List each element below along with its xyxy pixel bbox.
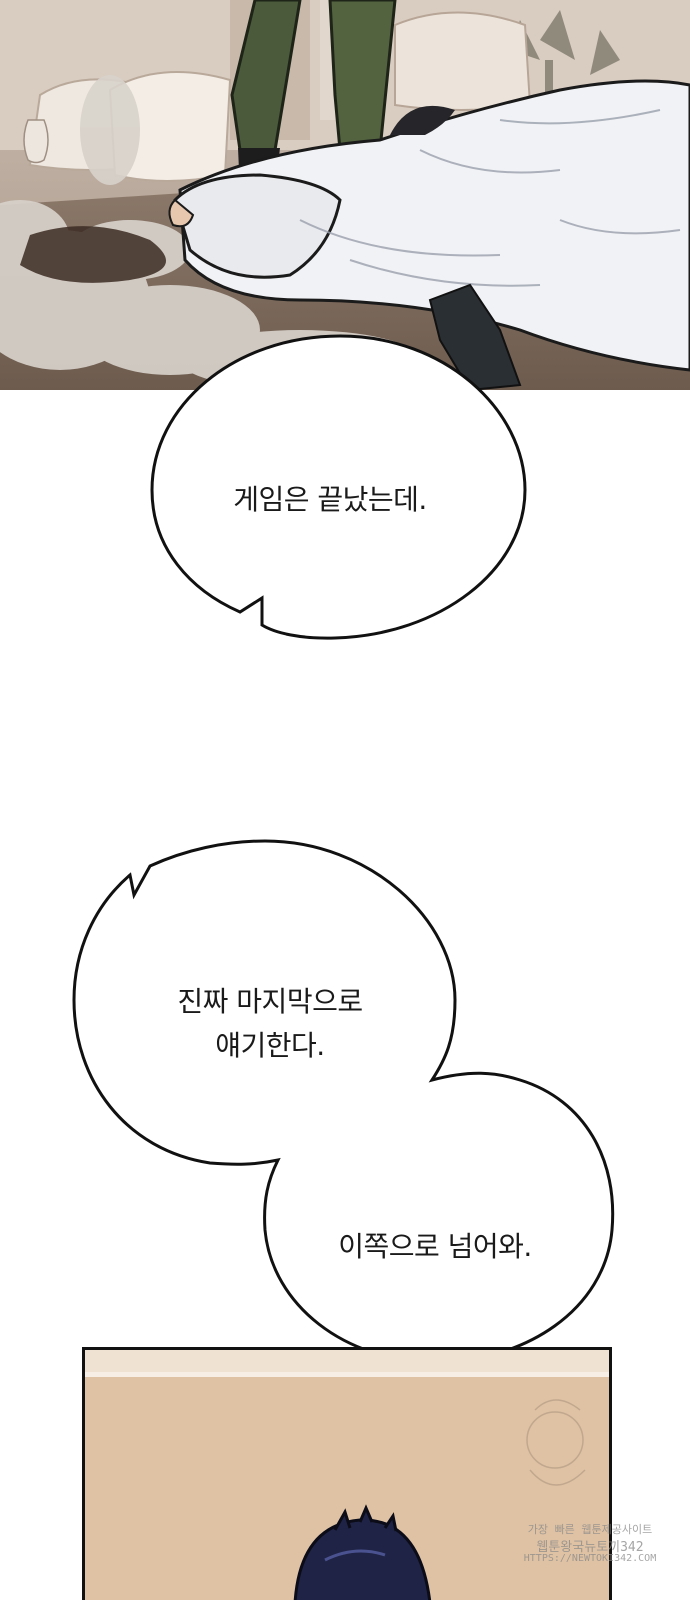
bottom-panel-illustration: [85, 1350, 609, 1600]
top-comic-panel: [0, 0, 690, 390]
speech-bubble-2: [72, 839, 615, 1364]
bottom-comic-panel: [82, 1347, 612, 1600]
bubble-1-text: 게임은 끝났는데.: [233, 483, 427, 516]
panel-illustration: [0, 0, 690, 390]
speech-bubbles-layer: [72, 334, 615, 1364]
watermark-line-3: HTTPS://NEWTOKI342.COM: [523, 1553, 657, 1564]
bubble-2-text: 진짜 마지막으로 얘기한다.: [177, 985, 363, 1062]
speech-bubble-1: [150, 334, 527, 640]
watermark-line-1: 가장 빠른 웹툰제공사이트: [527, 1523, 653, 1536]
watermark-line-2: 웹툰왕국뉴토끼342: [536, 1540, 644, 1555]
bubble-3-text: 이쪽으로 넘어와.: [338, 1230, 532, 1263]
